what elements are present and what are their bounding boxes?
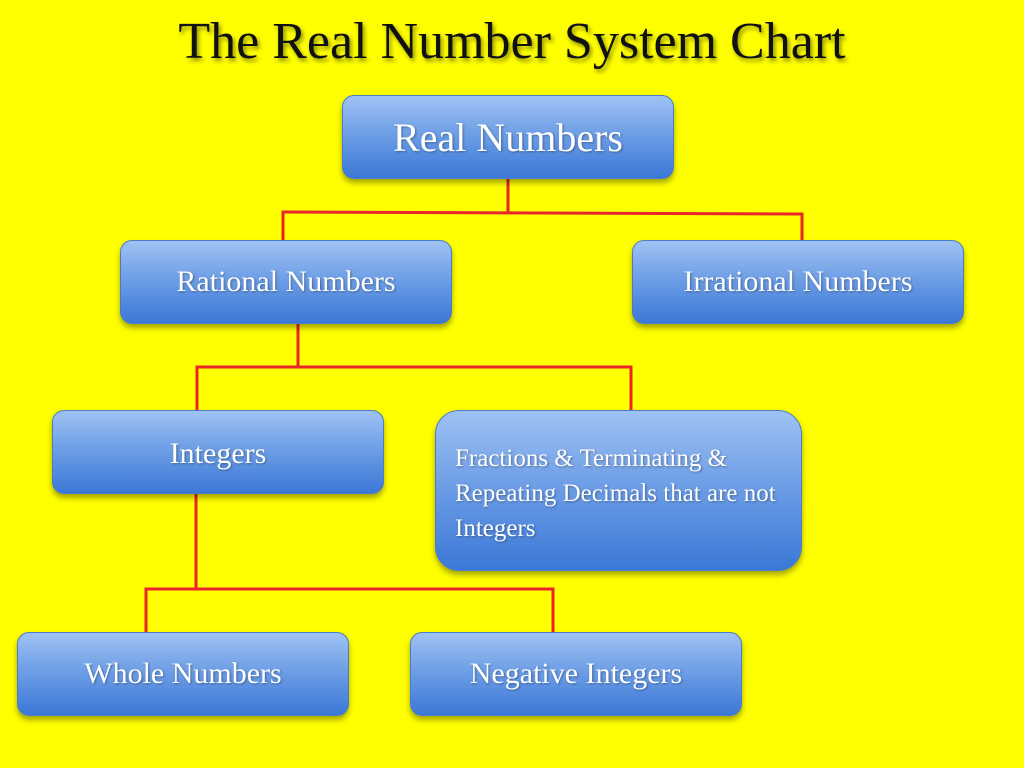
chart-title: The Real Number System Chart <box>178 13 846 70</box>
node-negative-integers: Negative Integers <box>410 632 742 716</box>
node-integers: Integers <box>52 410 384 494</box>
node-irrational-numbers: Irrational Numbers <box>632 240 964 324</box>
node-fractions-decimals: Fractions & Terminating & Repeating Deci… <box>435 410 802 571</box>
connector-real-horizontal <box>281 210 804 216</box>
node-rational-numbers: Rational Numbers <box>120 240 452 324</box>
node-whole-numbers: Whole Numbers <box>17 632 349 716</box>
node-real-numbers: Real Numbers <box>342 95 674 179</box>
